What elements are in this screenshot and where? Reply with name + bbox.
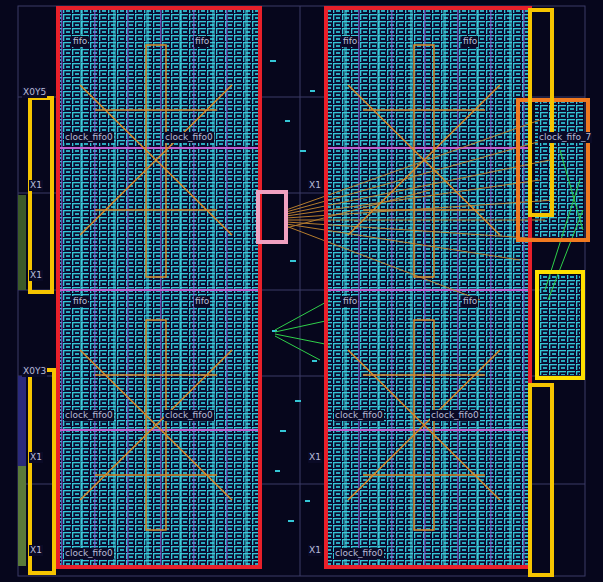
region-label: clock_fifo0 [430, 410, 480, 421]
region-label: X1 [308, 452, 322, 463]
region-label: clock_fifo0 [64, 132, 114, 143]
region-label: fifo [462, 36, 478, 47]
region-label: X1 [29, 452, 43, 463]
region-label: fifo [342, 296, 358, 307]
region-label: X0Y5 [22, 87, 47, 98]
region-label: clock_fifo0 [334, 548, 384, 559]
region-label: X0Y3 [22, 366, 47, 377]
region-label: clock_fifo0 [164, 410, 214, 421]
region-label: X1 [308, 545, 322, 556]
region-label: clock_fifo0 [64, 548, 114, 559]
region-label: X1 [29, 545, 43, 556]
region-label: clock_fifo0 [164, 132, 214, 143]
region-label: X1 [29, 180, 43, 191]
region-label: X1 [29, 270, 43, 281]
region-label: clock_fifo0 [64, 410, 114, 421]
region-label: X1 [308, 180, 322, 191]
region-label: fifo [342, 36, 358, 47]
region-label: clock_fifo0 [334, 410, 384, 421]
region-label: fifo [72, 296, 88, 307]
region-label: fifo [462, 296, 478, 307]
region-label: clock_fifo_7 [538, 132, 592, 143]
region-label: fifo [194, 36, 210, 47]
region-label: fifo [194, 296, 210, 307]
region-label: fifo [72, 36, 88, 47]
